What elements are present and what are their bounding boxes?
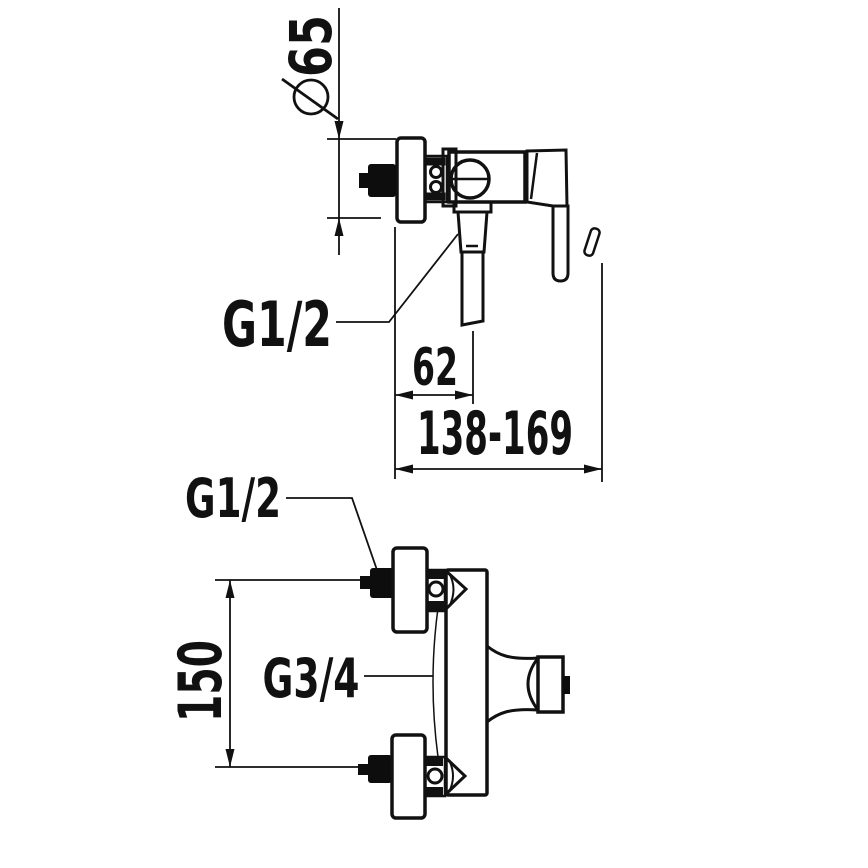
- supply-stub: [358, 764, 368, 775]
- outlet-pipe: [460, 250, 485, 327]
- outlet-flange-arc: [526, 657, 540, 711]
- dimension-flange-diameter: 65: [277, 8, 396, 255]
- threaded-connector: [368, 755, 392, 783]
- thread-label-text: G1/2: [185, 467, 281, 530]
- arrowhead-up-icon: [334, 218, 344, 236]
- diameter-symbol-slash: [281, 77, 339, 121]
- mixer-body: [444, 568, 489, 797]
- arrowhead-left-icon: [395, 464, 413, 474]
- mixer-side-profile: [359, 136, 601, 327]
- adapter-band: [426, 192, 446, 201]
- valve-block: [441, 147, 458, 208]
- label-inlet-thread-side: G1/2: [222, 233, 459, 361]
- front-view: G1/2 G3/4 150: [166, 467, 570, 820]
- inlet-cone: [444, 756, 468, 796]
- ribbed-adapter: [423, 154, 449, 204]
- dimension-text-centers: 150: [166, 640, 236, 722]
- dimension-inlet-centers: 150: [166, 579, 365, 768]
- thread-label-text: G3/4: [263, 647, 360, 710]
- handle-range-piece: [583, 227, 601, 257]
- diameter-symbol-icon: [292, 78, 330, 116]
- side-view: 65 G1/2: [222, 8, 603, 482]
- body-contour-arc: [432, 607, 439, 758]
- threaded-connector: [370, 568, 394, 598]
- thread-label-text: G1/2: [222, 288, 332, 361]
- inlet-cone-arc: [448, 759, 454, 793]
- ribbed-adapter: [425, 568, 447, 613]
- outlet-fillet-top: [486, 644, 539, 660]
- mixer-front-profile: [358, 546, 570, 820]
- leader-line: [336, 233, 459, 323]
- adapter-band: [426, 758, 443, 766]
- dimension-text-reach: 138-169: [417, 399, 573, 469]
- supply-stub: [360, 576, 370, 589]
- dimension-text-offset: 62: [412, 338, 458, 398]
- supply-stub: [359, 173, 369, 188]
- inlet-cone: [444, 569, 469, 611]
- arrowhead-right-icon: [584, 464, 602, 474]
- inlet-cone-arc: [448, 572, 455, 608]
- adapter-band: [428, 571, 444, 579]
- threaded-connector: [368, 164, 396, 197]
- adapter-ring: [426, 767, 444, 785]
- handle-knob-edge: [529, 152, 539, 200]
- dimension-outlet-offset: 62: [394, 227, 474, 479]
- adapter-band: [428, 601, 444, 610]
- outlet-fillet-bottom: [486, 708, 539, 724]
- adapter-ring: [427, 580, 445, 598]
- handle-tip-outline: [583, 227, 601, 257]
- label-inlet-thread-front: G1/2: [185, 467, 378, 571]
- arrowhead-down-icon: [334, 121, 344, 139]
- label-outlet-thread: G3/4: [263, 647, 433, 710]
- adapter-band: [426, 787, 443, 796]
- handle-lever: [551, 204, 570, 283]
- arrowhead-down-icon: [225, 749, 235, 767]
- arrowhead-up-icon: [225, 580, 235, 598]
- leader-line: [286, 497, 378, 571]
- arrowhead-left-icon: [395, 390, 413, 400]
- outlet-nub: [563, 676, 570, 694]
- dimension-handle-reach: 138-169: [395, 263, 603, 482]
- adapter-band: [426, 157, 446, 166]
- dimension-text-diameter: 65: [277, 15, 345, 77]
- arrowhead-right-icon: [455, 390, 473, 400]
